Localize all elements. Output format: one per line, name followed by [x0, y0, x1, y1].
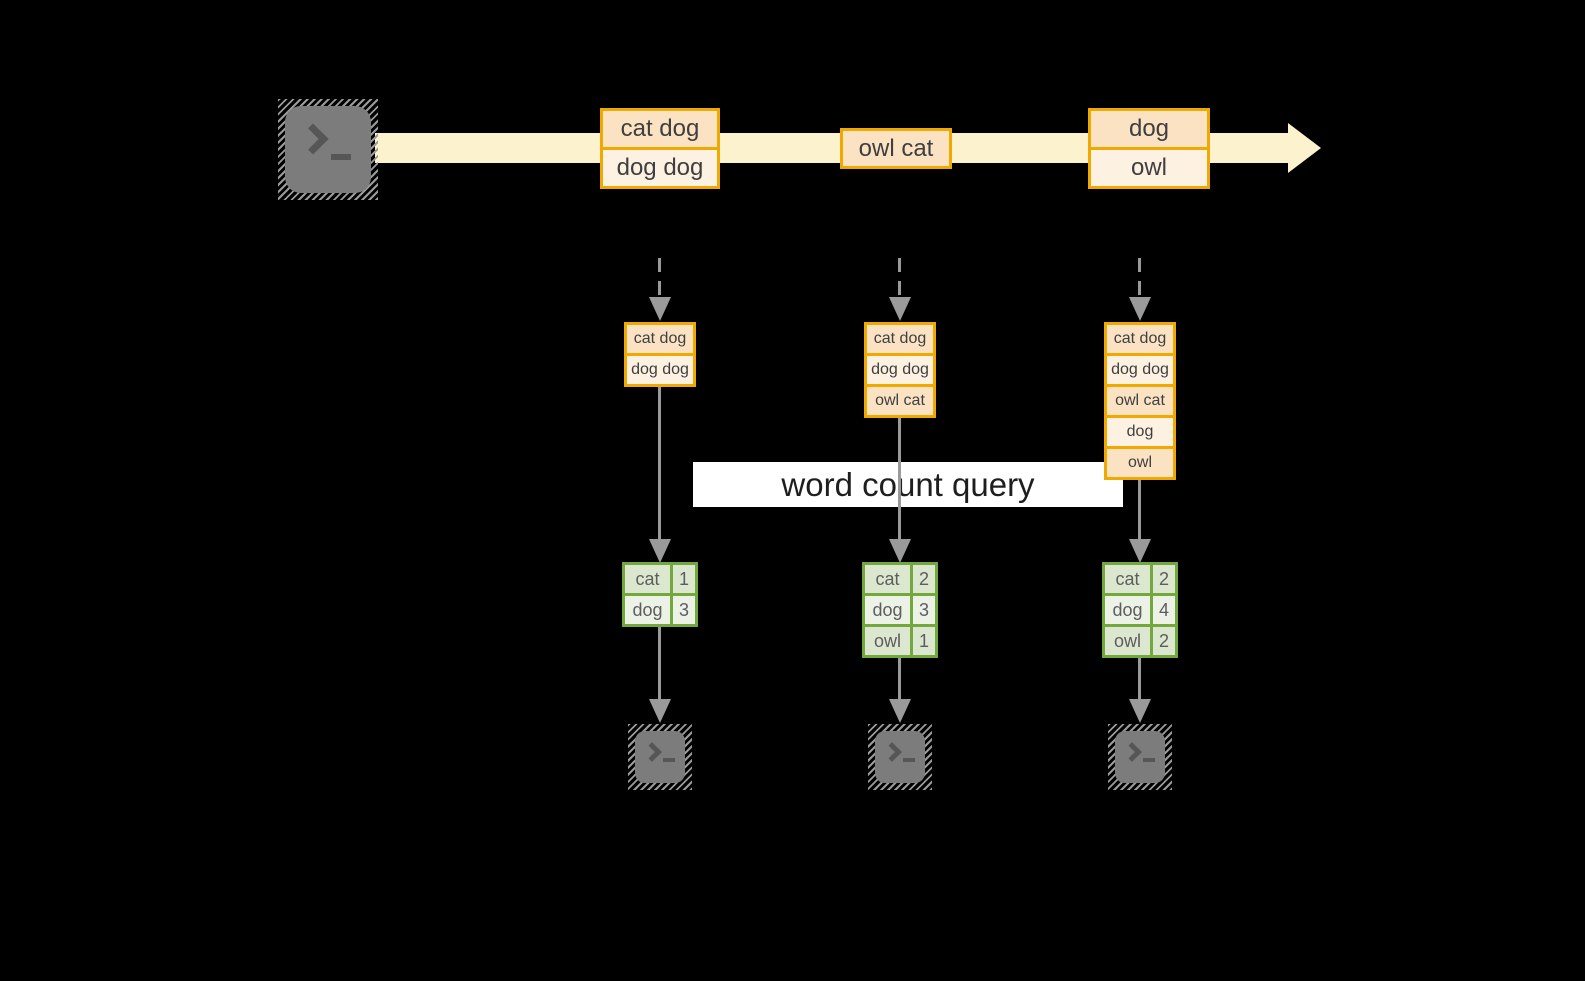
sink-terminal-icon: [868, 724, 932, 790]
wordcount-table-1: cat 1 dog 3: [622, 562, 698, 627]
prompt-underscore-icon: [663, 758, 675, 762]
query-arrow-line: [898, 416, 901, 540]
state-event: dog dog: [1107, 353, 1173, 384]
word-cell: cat: [865, 565, 913, 593]
state-event: owl cat: [867, 384, 933, 415]
count-cell: 2: [918, 569, 929, 589]
prompt-underscore-icon: [331, 154, 351, 160]
prompt-chevron-icon: [882, 742, 902, 762]
state-event: owl cat: [1107, 384, 1173, 415]
stream-event: owl: [1091, 147, 1207, 186]
dashed-arrow-line: [1138, 258, 1141, 298]
dashed-arrow-line: [898, 258, 901, 298]
word-cell: cat: [1105, 565, 1153, 593]
state-event: cat dog: [867, 325, 933, 353]
output-arrow-line: [658, 625, 661, 700]
count-cell: 4: [1158, 600, 1169, 620]
stream-batch-2: owl cat: [840, 128, 952, 169]
down-arrowhead-icon: [1129, 699, 1151, 723]
word-cell: dog: [1105, 596, 1153, 624]
output-arrow-line: [1138, 656, 1141, 700]
down-arrowhead-icon: [649, 699, 671, 723]
down-arrowhead-icon: [1129, 539, 1151, 563]
source-terminal-icon: [278, 99, 378, 200]
stream-arrowhead-icon: [1288, 123, 1321, 173]
stream-event: owl cat: [843, 131, 949, 166]
state-event: cat dog: [1107, 325, 1173, 353]
query-arrow-line: [658, 385, 661, 540]
count-cell: 2: [1158, 631, 1169, 651]
stream-event: dog dog: [603, 147, 717, 186]
word-cell: dog: [865, 596, 913, 624]
prompt-chevron-icon: [1122, 742, 1142, 762]
count-cell: 2: [1158, 569, 1169, 589]
word-cell: dog: [625, 596, 673, 624]
state-event: dog dog: [867, 353, 933, 384]
prompt-chevron-icon: [642, 742, 662, 762]
down-arrowhead-icon: [1129, 297, 1151, 321]
prompt-underscore-icon: [903, 758, 915, 762]
down-arrowhead-icon: [889, 539, 911, 563]
dashed-arrow-line: [658, 258, 661, 298]
count-cell: 3: [678, 600, 689, 620]
output-arrow-line: [898, 656, 901, 700]
state-event: dog dog: [627, 353, 693, 384]
state-event: owl: [1107, 446, 1173, 477]
prompt-chevron-icon: [297, 123, 329, 155]
query-arrow-line: [1138, 479, 1141, 540]
state-event: cat dog: [627, 325, 693, 353]
terminal-screen: [875, 731, 925, 783]
down-arrowhead-icon: [889, 699, 911, 723]
stream-event: dog: [1091, 111, 1207, 147]
terminal-screen: [635, 731, 685, 783]
down-arrowhead-icon: [889, 297, 911, 321]
terminal-screen: [285, 106, 371, 193]
sink-terminal-icon: [628, 724, 692, 790]
wordcount-table-2: cat 2 dog 3 owl 1: [862, 562, 938, 658]
terminal-screen: [1115, 731, 1165, 783]
wordcount-table-3: cat 2 dog 4 owl 2: [1102, 562, 1178, 658]
state-stack-2: cat dog dog dog owl cat: [864, 322, 936, 418]
count-cell: 1: [678, 569, 689, 589]
stream-event: cat dog: [603, 111, 717, 147]
count-cell: 3: [918, 600, 929, 620]
query-banner: word count query: [693, 462, 1123, 507]
down-arrowhead-icon: [649, 539, 671, 563]
word-cell: owl: [1105, 627, 1153, 655]
count-cell: 1: [918, 631, 929, 651]
sink-terminal-icon: [1108, 724, 1172, 790]
word-cell: cat: [625, 565, 673, 593]
stream-batch-1: cat dog dog dog: [600, 108, 720, 189]
prompt-underscore-icon: [1143, 758, 1155, 762]
state-stack-3: cat dog dog dog owl cat dog owl: [1104, 322, 1176, 480]
state-stack-1: cat dog dog dog: [624, 322, 696, 387]
stream-batch-3: dog owl: [1088, 108, 1210, 189]
word-cell: owl: [865, 627, 913, 655]
down-arrowhead-icon: [649, 297, 671, 321]
state-event: dog: [1107, 415, 1173, 446]
